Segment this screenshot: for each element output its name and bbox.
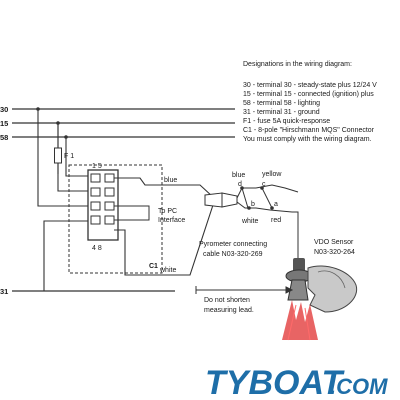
- pc-interface-label-2: Interface: [158, 217, 185, 224]
- flame-streak: [287, 304, 297, 341]
- wire-blue-small: [236, 187, 256, 199]
- junction-dot-b: [247, 206, 251, 210]
- wire-red-label: red: [271, 217, 281, 224]
- wire-white-small-label: white: [241, 218, 258, 225]
- warning-arrow-icon: [285, 286, 294, 294]
- fuse-f1: [54, 147, 62, 164]
- connector-pin: [104, 201, 115, 211]
- wire-white-bottom: [114, 204, 214, 276]
- cable-label-1: Pyrometer connecting: [199, 241, 267, 248]
- junction-c-label: c: [262, 181, 266, 188]
- wire-terminal-30: [37, 109, 96, 207]
- flame-streak: [304, 307, 311, 341]
- warning-label-1: Do not shorten: [204, 297, 250, 304]
- connector-pin: [90, 215, 101, 225]
- terminal-15-label: 15: [0, 119, 8, 128]
- sensor-label-1: VDO Sensor: [314, 239, 354, 246]
- connector-pin: [104, 187, 115, 197]
- sensor-label-2: N03-320-264: [314, 249, 355, 256]
- sensor-body: [287, 279, 309, 301]
- legend: Designations in the wiring diagram: 30 -…: [243, 61, 377, 143]
- legend-title: Designations in the wiring diagram:: [243, 61, 352, 68]
- wire-yellow: [255, 184, 299, 193]
- wire-blue-main: [114, 177, 214, 198]
- junction-b-label: b: [251, 201, 255, 208]
- sensor-probe: [285, 258, 313, 301]
- power-rails: [12, 108, 235, 292]
- cable-label-2: cable N03-320-269: [203, 251, 263, 258]
- junction-dot-c: [260, 186, 264, 190]
- terminal-31-label: 31: [0, 287, 8, 296]
- logo-suffix-text: .COM: [330, 374, 388, 399]
- wire-c-a: [261, 187, 273, 209]
- connector-c1-outline: [68, 164, 163, 274]
- warning-label-2: measuring lead.: [204, 307, 254, 314]
- wire-blue-small-label: blue: [232, 172, 245, 179]
- connector-top-pins: 1 5: [92, 163, 102, 170]
- connector-pin: [90, 173, 101, 183]
- legend-line-comply: You must comply with the wiring diagram.: [243, 136, 372, 143]
- connector-label: C1: [149, 263, 158, 270]
- legend-line-31: 31 - terminal 31 - ground: [243, 109, 320, 116]
- terminal-30-label: 30: [0, 105, 8, 114]
- legend-line-58: 58 - terminal 58 - lighting: [243, 100, 320, 107]
- wire-terminal-15: [57, 174, 96, 192]
- hand-illustration: [307, 265, 358, 313]
- wire-terminal-58: [65, 137, 88, 177]
- fuse-label: F 1: [64, 153, 74, 160]
- connector-pin: [104, 173, 115, 183]
- wire-yellow-label: yellow: [262, 171, 282, 178]
- flame-shape: [282, 300, 318, 340]
- legend-line-fuse: F1 - fuse 5A quick-response: [243, 118, 330, 125]
- legend-line-30: 30 - terminal 30 - steady-state plus 12/…: [243, 82, 377, 89]
- logo-main-text: TYBOAT: [205, 364, 345, 400]
- flame-icon: [282, 300, 318, 341]
- junction-dot-d: [240, 186, 244, 190]
- connector-bottom-pins: 4 8: [92, 245, 102, 252]
- connector-pin: [90, 187, 101, 197]
- connector-pin: [90, 201, 101, 211]
- pc-interface-label-1: To PC: [158, 208, 177, 215]
- tyboat-logo: TYBOAT .COM: [205, 364, 388, 400]
- connector-pin: [104, 215, 115, 225]
- legend-line-connector: C1 - 8-pole "Hirschmann MQS" Connector: [243, 127, 375, 134]
- wire-blue-label: blue: [164, 177, 177, 184]
- junction-a-label: a: [274, 201, 278, 208]
- junction-dot-a: [270, 206, 274, 210]
- wire-white-bottom-label: white: [159, 267, 176, 274]
- connector-pins: [90, 173, 115, 225]
- wire-d-b: [241, 187, 249, 209]
- legend-line-15: 15 - terminal 15 - connected (ignition) …: [243, 91, 374, 98]
- wire-white-red: [236, 201, 293, 213]
- terminal-58-label: 58: [0, 133, 8, 142]
- cable-plug: [204, 192, 238, 208]
- pc-bracket: [146, 205, 150, 221]
- plug-left: [204, 192, 223, 208]
- hand-finger-line: [317, 270, 346, 289]
- wire-terminal-31: [43, 220, 96, 291]
- wire-sensor-lead: [292, 211, 299, 266]
- junction-d-label: d: [238, 181, 242, 188]
- plug-right: [221, 192, 238, 208]
